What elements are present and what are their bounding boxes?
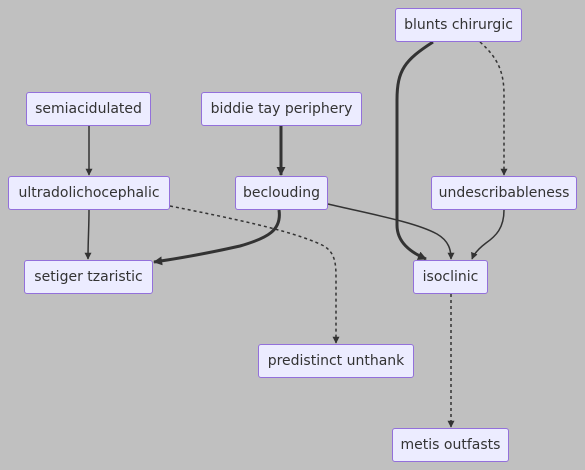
node-beclouding[interactable]: beclouding [235, 176, 328, 210]
node-isoclinic[interactable]: isoclinic [413, 260, 488, 294]
node-setiger-tzaristic[interactable]: setiger tzaristic [24, 260, 153, 294]
edge-beclouding-isoclinic [327, 203, 455, 260]
node-metis-outfasts[interactable]: metis outfasts [392, 428, 509, 462]
node-blunts-chirurgic[interactable]: blunts chirurgic [395, 8, 522, 42]
node-biddie-tay-periphery[interactable]: biddie tay periphery [201, 92, 362, 126]
node-predistinct-unthank[interactable]: predistinct unthank [258, 344, 414, 378]
node-ultradolichocephalic[interactable]: ultradolichocephalic [8, 176, 170, 210]
node-undescribableness[interactable]: undescribableness [431, 176, 577, 210]
edge-ultradolichocephalic-setiger-tzaristic [84, 209, 92, 260]
edge-blunts-chirurgic-undescribableness [479, 41, 508, 176]
node-semiacidulated[interactable]: semiacidulated [26, 92, 151, 126]
edge-blunts-chirurgic-isoclinic [395, 40, 434, 261]
edge-undescribableness-isoclinic [471, 209, 505, 260]
edge-beclouding-setiger-tzaristic [153, 209, 281, 266]
edge-ultradolichocephalic-predistinct-unthank [169, 205, 340, 344]
